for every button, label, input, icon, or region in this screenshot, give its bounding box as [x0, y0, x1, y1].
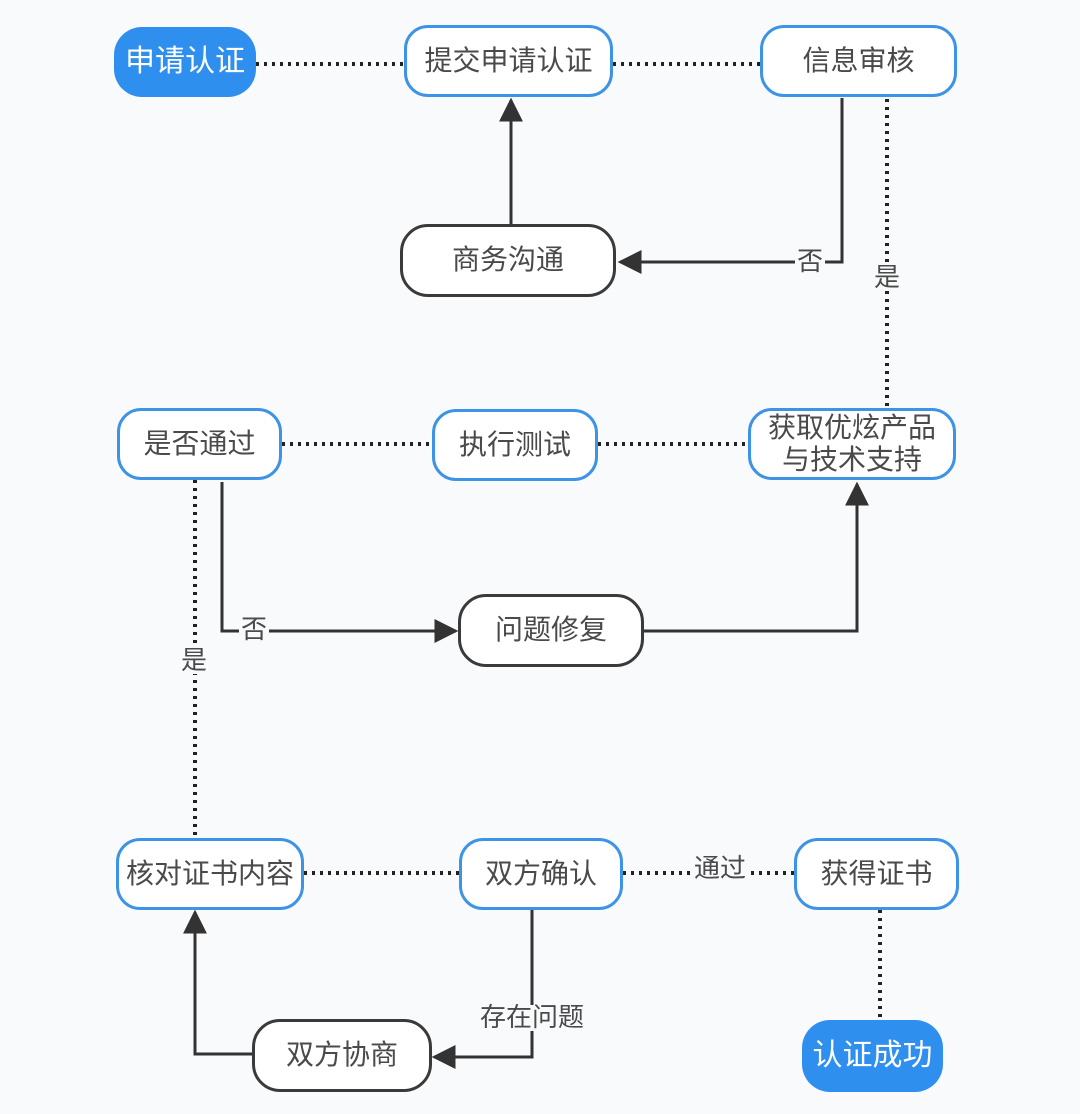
label-pass-yes: 是 — [178, 646, 210, 676]
arrow-confirm-negotiate — [431, 910, 534, 1069]
node-test: 执行测试 — [432, 409, 598, 481]
node-fix: 问题修复 — [458, 594, 644, 667]
node-get-cert: 获得证书 — [794, 838, 959, 910]
label-review-no: 否 — [794, 247, 826, 277]
node-success: 认证成功 — [802, 1020, 943, 1092]
node-verify-cert: 核对证书内容 — [116, 838, 304, 910]
arrow-pass-fix — [220, 482, 459, 643]
node-apply: 申请认证 — [114, 27, 256, 97]
arrow-review-business — [617, 98, 844, 274]
arrow-fix-support — [644, 481, 869, 633]
node-get-support: 获取优炫产品 与技术支持 — [748, 408, 956, 480]
node-review: 信息审核 — [760, 25, 957, 97]
label-pass-no: 否 — [238, 615, 270, 645]
node-business: 商务沟通 — [400, 224, 616, 297]
label-confirm-pass: 通过 — [691, 854, 749, 884]
node-pass-check: 是否通过 — [117, 408, 282, 480]
node-submit: 提交申请认证 — [404, 25, 613, 97]
node-confirm: 双方确认 — [459, 838, 623, 910]
label-confirm-issue: 存在问题 — [477, 1003, 587, 1033]
label-review-yes: 是 — [871, 263, 903, 293]
arrow-negotiate-verify — [183, 909, 252, 1056]
node-negotiate: 双方协商 — [252, 1019, 432, 1092]
